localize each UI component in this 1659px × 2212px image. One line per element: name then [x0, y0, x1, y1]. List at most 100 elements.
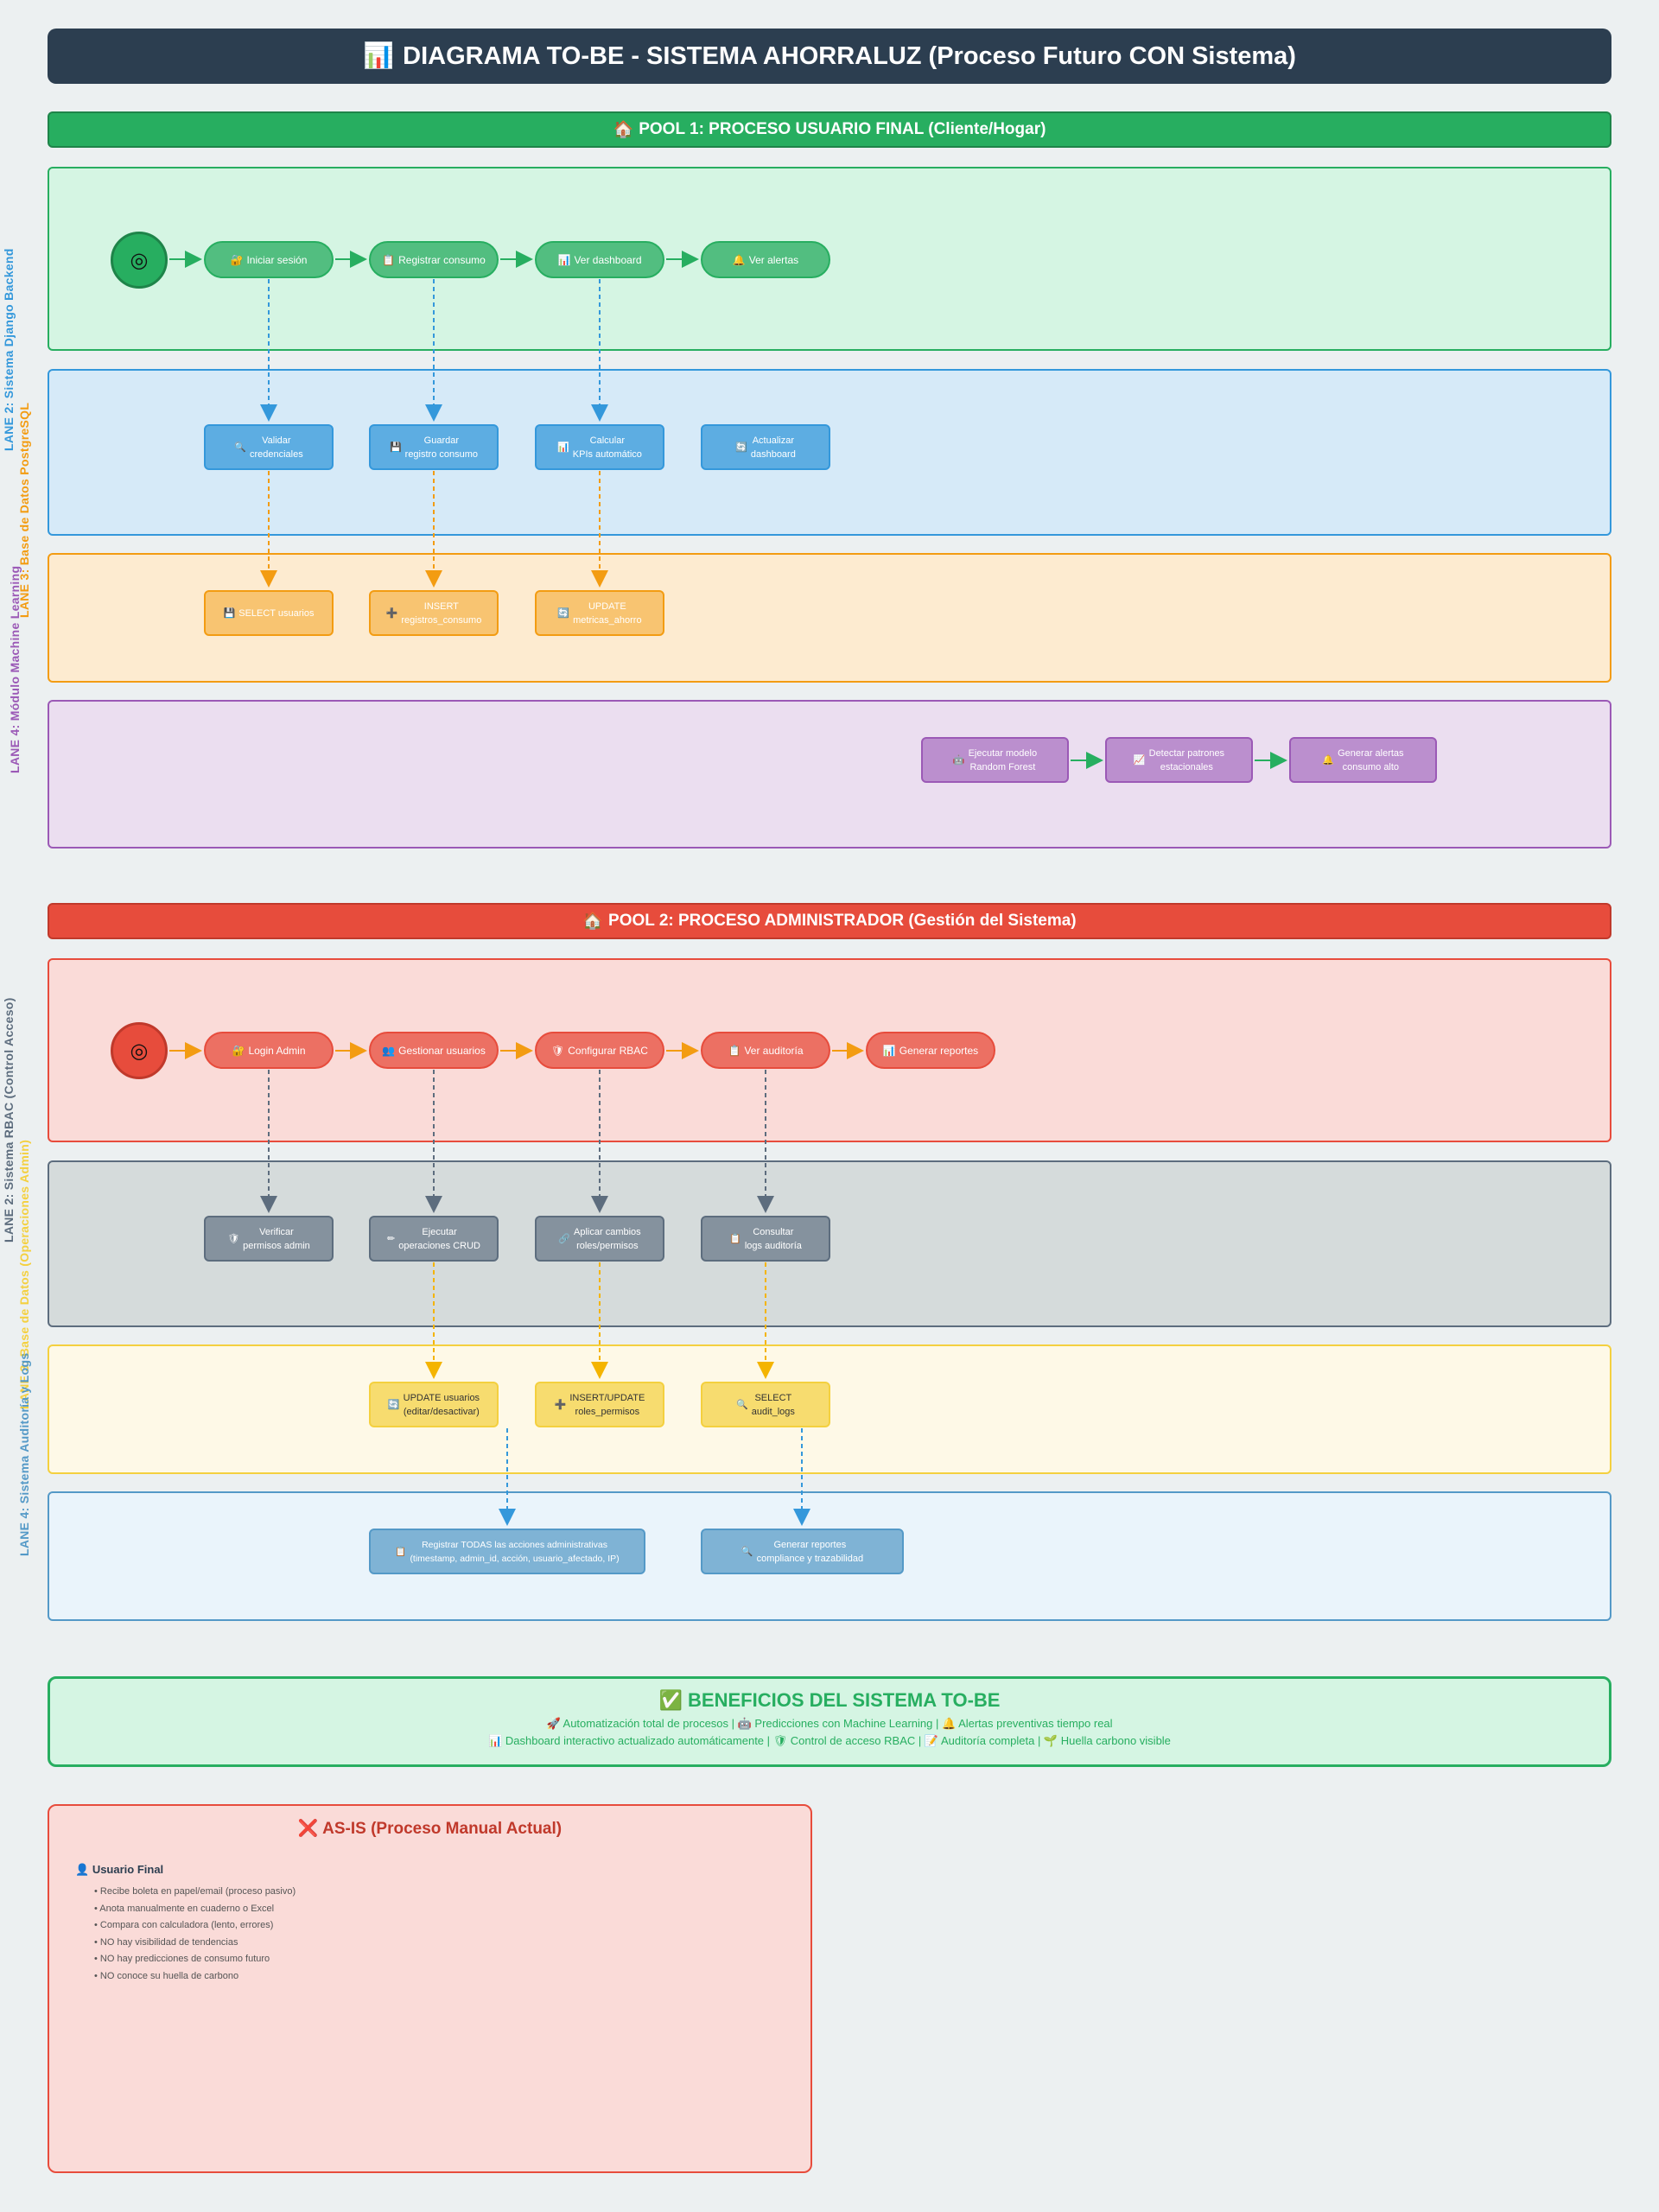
- task-ver-alertas: 🔔Ver alertas: [701, 241, 830, 278]
- box-label: Ejecutar modelo Random Forest: [968, 747, 1038, 772]
- start-target-icon: ◎: [130, 248, 149, 272]
- refresh-icon: 🔄: [735, 442, 747, 453]
- pool2-start-event: ◎: [111, 1022, 168, 1079]
- plus-icon: ➕: [385, 607, 398, 619]
- rbac-ejecutar-crud: ✏Ejecutar operaciones CRUD: [369, 1216, 499, 1262]
- box-label: UPDATE usuarios (editar/desactivar): [403, 1392, 480, 1417]
- db-insert-registros: ➕INSERT registros_consumo: [369, 590, 499, 636]
- rbac-consultar-logs: 📋Consultar logs auditoría: [701, 1216, 830, 1262]
- asis-title-text: AS-IS (Proceso Manual Actual): [322, 1820, 563, 1838]
- task-label: Registrar consumo: [398, 253, 486, 266]
- box-label: Guardar registro consumo: [404, 435, 479, 460]
- house-icon: 🏠: [582, 912, 604, 931]
- shield-icon: 🛡: [227, 1233, 240, 1244]
- db-select-usuarios: 💾SELECT usuarios: [204, 590, 334, 636]
- clipboard-icon: 📋: [729, 1233, 741, 1244]
- db-select-audit-logs: 🔍SELECT audit_logs: [701, 1382, 830, 1427]
- list-item: • Compara con calculadora (lento, errore…: [94, 1920, 274, 1930]
- box-label: Generar alertas consumo alto: [1338, 747, 1404, 772]
- refresh-icon: 🔄: [557, 607, 570, 619]
- refresh-icon: 🔄: [387, 1399, 400, 1410]
- backend-actualizar-dashboard: 🔄Actualizar dashboard: [701, 424, 830, 470]
- box-label: Registrar TODAS las acciones administrat…: [410, 1539, 620, 1564]
- box-label: Verificar permisos admin: [243, 1226, 310, 1251]
- list-item: • Recibe boleta en papel/email (proceso …: [94, 1886, 296, 1897]
- audit-generar-reportes: 🔍Generar reportes compliance y trazabili…: [701, 1529, 904, 1574]
- task-iniciar-sesion: 🔐Iniciar sesión: [204, 241, 334, 278]
- page-title: 📊 DIAGRAMA TO-BE - SISTEMA AHORRALUZ (Pr…: [48, 29, 1611, 84]
- list-item: • NO hay predicciones de consumo futuro: [94, 1954, 270, 1964]
- db-update-metricas: 🔄UPDATE metricas_ahorro: [535, 590, 664, 636]
- box-label: SELECT audit_logs: [751, 1392, 795, 1417]
- chart-icon: 📊: [557, 253, 571, 266]
- bell-icon: 🔔: [1322, 754, 1335, 766]
- clipboard-icon: 📋: [395, 1546, 407, 1557]
- task-label: Generar reportes: [899, 1044, 979, 1057]
- task-gestionar-usuarios: 👥Gestionar usuarios: [369, 1032, 499, 1069]
- ml-detectar-patrones: 📈Detectar patrones estacionales: [1105, 737, 1253, 783]
- pool1-header-text: POOL 1: PROCESO USUARIO FINAL (Cliente/H…: [639, 120, 1046, 138]
- robot-icon: 🤖: [952, 754, 965, 766]
- rbac-aplicar-cambios: 🔗Aplicar cambios roles/permisos: [535, 1216, 664, 1262]
- pencil-icon: ✏: [387, 1233, 396, 1244]
- chart-icon: 📊: [882, 1044, 896, 1057]
- search-icon: 🔍: [741, 1546, 753, 1557]
- benefits-line-1: 🚀 Automatización total de procesos | 🤖 P…: [546, 1717, 1113, 1730]
- list-item: • NO conoce su huella de carbono: [94, 1970, 239, 1981]
- shield-icon: 🛡: [551, 1044, 565, 1057]
- task-label: Login Admin: [248, 1044, 306, 1057]
- box-label: Actualizar dashboard: [750, 435, 796, 460]
- task-login-admin: 🔐Login Admin: [204, 1032, 334, 1069]
- benefits-title-text: BENEFICIOS DEL SISTEMA TO-BE: [688, 1689, 1001, 1711]
- save-icon: 💾: [389, 442, 402, 453]
- benefits-title: ✅ BENEFICIOS DEL SISTEMA TO-BE: [50, 1689, 1609, 1712]
- pool2-header-text: POOL 2: PROCESO ADMINISTRADOR (Gestión d…: [608, 912, 1077, 930]
- save-icon: 💾: [223, 607, 236, 619]
- db-update-usuarios: 🔄UPDATE usuarios (editar/desactivar): [369, 1382, 499, 1427]
- clipboard-icon: 📋: [728, 1044, 741, 1057]
- box-label: INSERT registros_consumo: [401, 601, 482, 626]
- box-label: Generar reportes compliance y trazabilid…: [756, 1539, 864, 1564]
- task-label: Ver auditoría: [744, 1044, 804, 1057]
- asis-heading-text: Usuario Final: [92, 1863, 164, 1876]
- rbac-verificar-permisos: 🛡Verificar permisos admin: [204, 1216, 334, 1262]
- pool1-header: 🏠 POOL 1: PROCESO USUARIO FINAL (Cliente…: [48, 111, 1611, 148]
- ml-random-forest: 🤖Ejecutar modelo Random Forest: [921, 737, 1069, 783]
- list-item: • Anota manualmente en cuaderno o Excel: [94, 1903, 275, 1914]
- backend-validar-credenciales: 🔍Validar credenciales: [204, 424, 334, 470]
- start-target-icon: ◎: [130, 1039, 149, 1063]
- user-icon: 👤: [75, 1863, 90, 1876]
- users-icon: 👥: [382, 1044, 396, 1057]
- backend-guardar-registro: 💾Guardar registro consumo: [369, 424, 499, 470]
- cross-icon: ❌: [297, 1820, 319, 1838]
- task-ver-dashboard: 📊Ver dashboard: [535, 241, 664, 278]
- lane-audit: [48, 1491, 1611, 1621]
- plus-icon: ➕: [554, 1399, 567, 1410]
- task-label: Configurar RBAC: [568, 1044, 648, 1057]
- task-label: Ver alertas: [748, 253, 799, 266]
- task-configurar-rbac: 🛡Configurar RBAC: [535, 1032, 664, 1069]
- box-label: Aplicar cambios roles/permisos: [574, 1226, 641, 1251]
- box-label: UPDATE metricas_ahorro: [573, 601, 642, 626]
- box-label: Validar credenciales: [249, 435, 303, 460]
- asis-list: • Recibe boleta en papel/email (proceso …: [94, 1884, 810, 1985]
- chart-icon: 📊: [363, 42, 395, 70]
- house-icon: 🏠: [613, 121, 634, 139]
- asis-heading: 👤 Usuario Final: [75, 1863, 810, 1877]
- db-insert-update-roles: ➕INSERT/UPDATE roles_permisos: [535, 1382, 664, 1427]
- box-label: INSERT/UPDATE roles_permisos: [569, 1392, 645, 1417]
- task-ver-auditoria: 📋Ver auditoría: [701, 1032, 830, 1069]
- clipboard-icon: 📋: [382, 253, 396, 266]
- task-label: Ver dashboard: [574, 253, 642, 266]
- backend-calcular-kpis: 📊Calcular KPIs automático: [535, 424, 664, 470]
- search-icon: 🔍: [736, 1399, 748, 1410]
- page-title-text: DIAGRAMA TO-BE - SISTEMA AHORRALUZ (Proc…: [403, 41, 1296, 70]
- chart-icon: 📊: [557, 442, 569, 453]
- box-label: Detectar patrones estacionales: [1148, 747, 1225, 772]
- box-label: Consultar logs auditoría: [744, 1226, 802, 1251]
- task-label: Iniciar sesión: [246, 253, 308, 266]
- asis-title: ❌ AS-IS (Proceso Manual Actual): [49, 1818, 810, 1839]
- trend-icon: 📈: [1133, 754, 1146, 766]
- link-icon: 🔗: [558, 1233, 571, 1244]
- list-item: • NO hay visibilidad de tendencias: [94, 1936, 238, 1948]
